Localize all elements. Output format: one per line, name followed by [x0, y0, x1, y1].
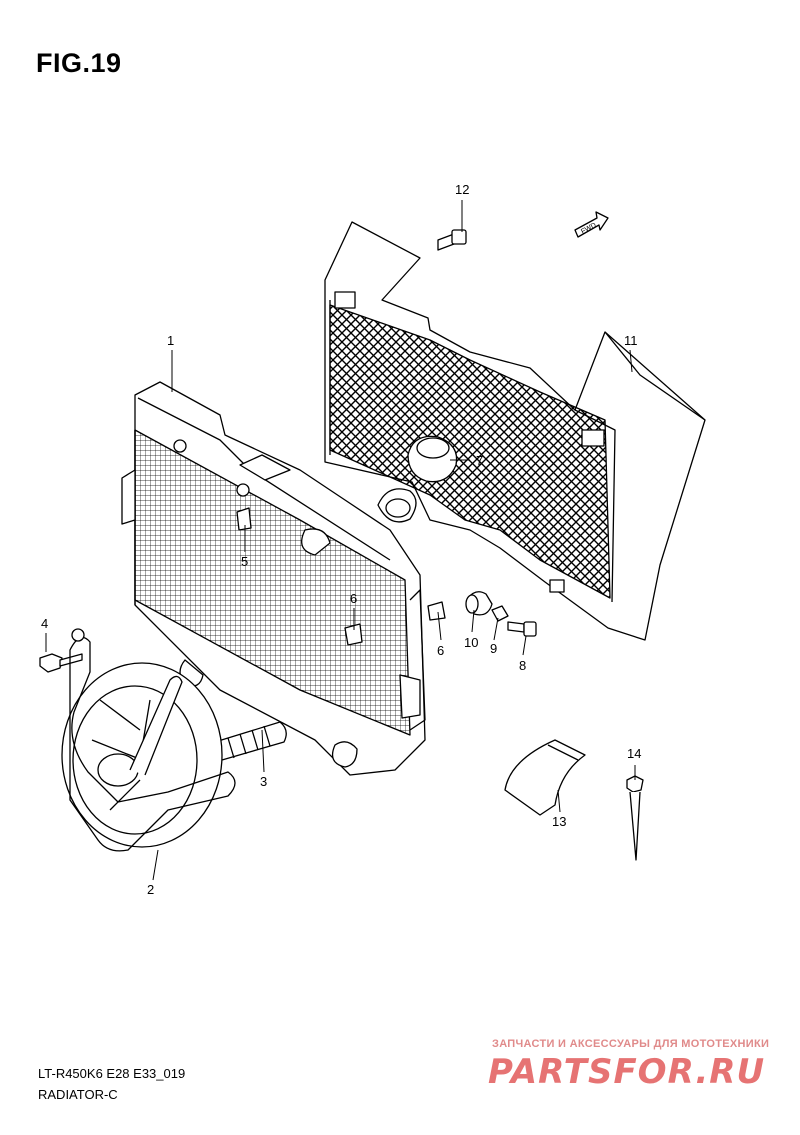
callout-6b: 6 [437, 643, 444, 658]
figure-title: FIG.19 [36, 48, 122, 78]
callout-labels: 1 2 3 4 5 6 6 7 8 9 10 11 12 13 14 [41, 182, 641, 897]
fwd-arrow-icon: FWD [574, 211, 609, 238]
callout-13: 13 [552, 814, 566, 829]
callout-9: 9 [490, 641, 497, 656]
radiator-guard [324, 221, 706, 641]
diagram-caption: RADIATOR-C [38, 1087, 118, 1102]
callout-14: 14 [627, 746, 641, 761]
callout-6a: 6 [350, 591, 357, 606]
callout-7: 7 [476, 453, 483, 468]
fwd-label: FWD [580, 222, 597, 236]
callout-8: 8 [519, 658, 526, 673]
hardware-parts [39, 229, 537, 673]
watermark-logo: PARTSFOR.RU [488, 1052, 766, 1092]
hose [212, 721, 287, 761]
callout-12: 12 [455, 182, 469, 197]
watermark-tagline: ЗАПЧАСТИ И АКСЕССУАРЫ ДЛЯ МОТОТЕХНИКИ [492, 1038, 770, 1050]
callout-3: 3 [260, 774, 267, 789]
cooling-fan [61, 628, 236, 852]
radiator-cap [377, 435, 458, 523]
clamp-and-tie [504, 739, 644, 861]
callout-5: 5 [241, 554, 248, 569]
callout-11: 11 [624, 333, 638, 348]
callout-1: 1 [167, 333, 174, 348]
radiator [121, 381, 426, 776]
diagram-code: LT-R450K6 E28 E33_019 [38, 1066, 186, 1081]
callout-4: 4 [41, 616, 48, 631]
leader-lines [45, 200, 636, 881]
callout-2: 2 [147, 882, 154, 897]
callout-10: 10 [464, 635, 478, 650]
